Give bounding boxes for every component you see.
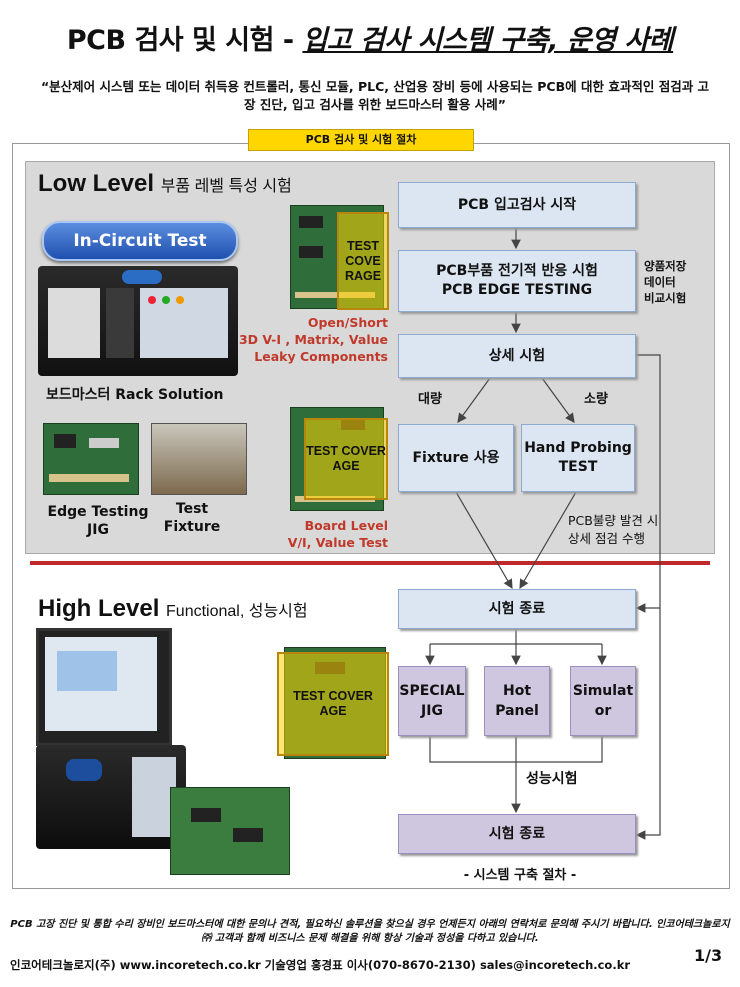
procedure-caption: - 시스템 구축 절차 - (463, 868, 577, 883)
pcb-handling-image (170, 787, 290, 875)
rack-solution-label: 보드마스터 Rack Solution (46, 387, 224, 403)
low-level-title: Low Level 부품 레벨 특성 시험 (38, 170, 292, 197)
abi-system-image (36, 745, 186, 849)
level-divider (30, 561, 710, 565)
flow-end-1: 시험 종료 (398, 589, 636, 629)
flow-simulator: Simulat or (570, 666, 636, 736)
footer-note: PCB 고장 진단 및 통합 수리 장비인 보드마스터에 대한 문의나 견적, … (10, 919, 730, 944)
procedure-tag: PCB 검사 및 시험 절차 (248, 129, 474, 151)
high-level-title: High Level Functional, 성능시험 (38, 595, 308, 622)
flow-detail-test: 상세 시험 (398, 334, 636, 378)
in-circuit-test-button[interactable]: In-Circuit Test (42, 221, 238, 261)
flow-special-jig: SPECIAL JIG (398, 666, 466, 736)
test-fixture-image (151, 423, 247, 495)
defect-note: PCB불량 발견 시 상세 점검 수행 (568, 513, 659, 546)
test-coverage-overlay-1: TEST COVE RAGE (337, 212, 389, 310)
flow-hand-probing: Hand Probing TEST (521, 424, 635, 492)
page-title: PCB 검사 및 시험 - 입고 검사 시스템 구축, 운영 사례 (66, 25, 674, 56)
test-coverage-overlay-2: TEST COVER AGE (304, 418, 388, 500)
mass-label: 대량 (418, 392, 442, 407)
edge-testing-jig-label: Edge Testing JIG (47, 504, 149, 538)
flow-start: PCB 입고검사 시작 (398, 182, 636, 228)
flow-end-2: 시험 종료 (398, 814, 636, 854)
footer-contact: 인코어테크놀로지(주) www.incoretech.co.kr 기술영업 홍경… (10, 958, 631, 972)
small-label: 소량 (584, 392, 608, 407)
flow-hot-panel: Hot Panel (484, 666, 550, 736)
coverage-notes-2: Board Level V/I, Value Test (287, 518, 388, 550)
edge-testing-jig-image (43, 423, 139, 495)
flow-fixture: Fixture 사용 (398, 424, 514, 492)
page-subtitle: “분산제어 시스템 또는 데이터 취득용 컨트롤러, 통신 모듈, PLC, 산… (40, 79, 710, 112)
golden-data-note: 양품저장 데이터 비교시험 (644, 259, 687, 305)
test-fixture-label: Test Fixture (163, 501, 221, 535)
coverage-notes-1: Open/Short 3D V-I , Matrix, Value Leaky … (238, 315, 388, 364)
monitor-image (36, 628, 172, 746)
page-title-italic: 입고 검사 시스템 구축, 운영 사례 (302, 25, 674, 56)
rack-solution-image (38, 266, 238, 376)
perf-test-label: 성능시험 (526, 771, 578, 787)
page-number: 1/3 (694, 946, 723, 965)
flow-edge-testing: PCB부품 전기적 반응 시험 PCB EDGE TESTING (398, 250, 636, 312)
test-coverage-overlay-3: TEST COVER AGE (277, 652, 389, 756)
